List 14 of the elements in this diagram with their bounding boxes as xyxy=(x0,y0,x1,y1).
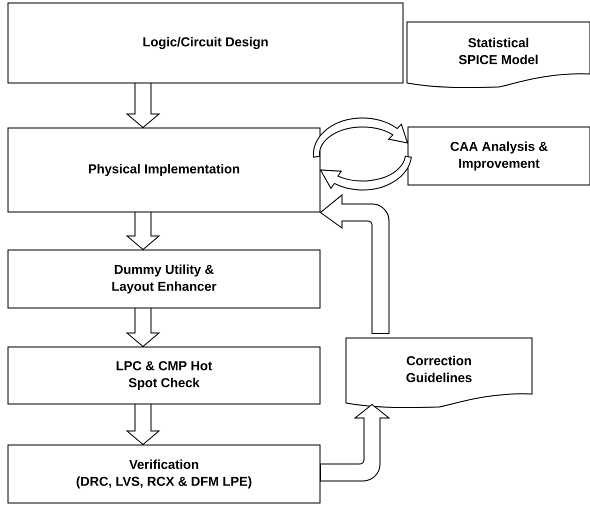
block-arrow xyxy=(126,307,160,348)
block-arrow xyxy=(313,118,408,158)
process-box: Logic/Circuit Design xyxy=(8,2,404,84)
process-box: Dummy Utility & Layout Enhancer xyxy=(8,249,320,308)
process-box: Verification (DRC, LVS, RCX & DFM LPE) xyxy=(8,444,320,504)
block-arrow xyxy=(126,403,160,446)
process-box: LPC & CMP Hot Spot Check xyxy=(8,346,320,404)
block-arrow xyxy=(320,156,412,190)
block-arrow xyxy=(320,194,390,334)
process-box: Physical Implementation xyxy=(8,127,320,212)
block-arrow xyxy=(320,404,390,482)
block-arrow xyxy=(126,82,160,128)
process-box: CAA Analysis & Improvement xyxy=(408,126,590,186)
block-arrow xyxy=(126,211,160,250)
